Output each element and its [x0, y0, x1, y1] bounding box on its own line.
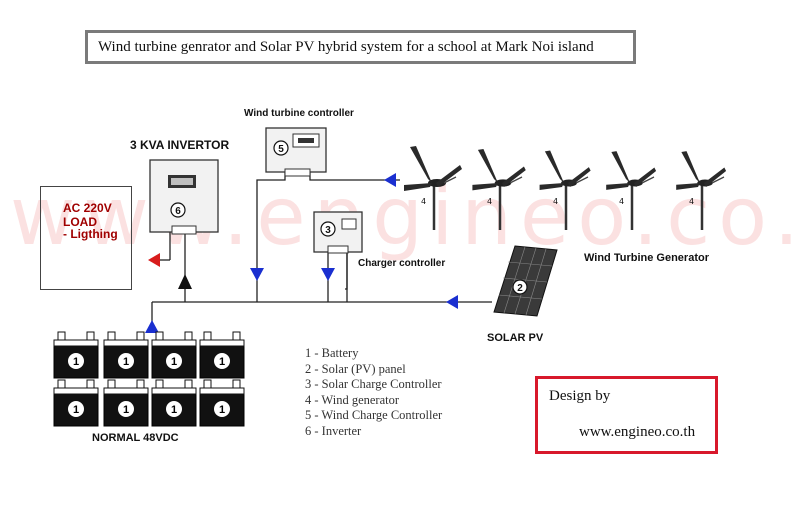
legend-item: 1 - Battery — [305, 346, 359, 360]
solar-number-badge: 2 — [512, 279, 528, 295]
charger-controller-unit — [313, 211, 363, 254]
design-credit-box: Design by www.engineo.co.th — [535, 376, 718, 454]
solar-label: SOLAR PV — [487, 332, 544, 344]
battery: 1 — [53, 331, 99, 379]
arrows — [145, 173, 458, 333]
legend-item: 4 - Wind generator — [305, 392, 400, 407]
arrow-down-icon — [250, 268, 264, 281]
design-credit-label: Design by — [549, 388, 611, 404]
turbine-number: 4 — [421, 197, 426, 206]
battery: 1 — [53, 379, 99, 427]
battery: 1 — [151, 331, 197, 379]
arrow-left-icon — [384, 173, 396, 187]
wind-controller-label: Wind turbine controller — [244, 108, 354, 119]
ac-load-box: AC 220V LOAD - Ligthing — [40, 186, 132, 290]
battery-number: 1 — [123, 404, 129, 416]
legend-item: 5 - Wind Charge Controller — [305, 408, 443, 422]
wind-turbine: 4 — [472, 148, 526, 230]
wind-turbine: 4 — [676, 151, 727, 230]
turbine-group: 4 4 4 4 4 — [404, 146, 727, 230]
turbine-number: 4 — [553, 197, 558, 206]
turbine-number: 4 — [689, 197, 694, 206]
inverter-label: 3 KVA INVERTOR — [130, 138, 230, 152]
arrow-up-icon — [178, 274, 192, 289]
diagram-title: Wind turbine genrator and Solar PV hybri… — [85, 30, 636, 64]
svg-text:2: 2 — [517, 283, 523, 294]
inverter-unit — [149, 159, 219, 235]
ac-load-sublabel: - Ligthing — [63, 227, 118, 241]
solar-panel — [493, 245, 558, 317]
legend-item: 6 - Inverter — [305, 423, 362, 438]
turbine-label: Wind Turbine Generator — [584, 252, 709, 264]
wind-turbine: 4 — [539, 150, 591, 230]
inverter-number-badge: 6 — [170, 202, 186, 218]
battery-bank-label: NORMAL 48VDC — [92, 432, 179, 444]
arrow-up-icon — [145, 320, 159, 333]
legend: 1 - Battery 2 - Solar (PV) panel 3 - Sol… — [305, 346, 442, 439]
battery-number: 1 — [123, 356, 129, 368]
svg-text:3: 3 — [325, 225, 331, 236]
battery: 1 — [199, 379, 245, 427]
battery: 1 — [151, 379, 197, 427]
charger-number-badge: 3 — [320, 221, 336, 237]
design-credit-url: www.engineo.co.th — [579, 424, 696, 440]
wind-turbine: 4 — [404, 146, 462, 230]
arrow-left-icon — [446, 295, 458, 309]
svg-text:5: 5 — [278, 144, 284, 155]
arrow-left-red-icon — [148, 253, 160, 267]
legend-item: 3 - Solar Charge Controller — [305, 377, 442, 391]
legend-item: 2 - Solar (PV) panel — [305, 361, 406, 376]
charger-controller-label: Charger controller — [358, 258, 446, 269]
arrow-down-icon — [321, 268, 335, 281]
wind-turbine: 4 — [606, 151, 657, 230]
battery-bank: 1 1 1 1 1 1 1 1 — [53, 331, 245, 427]
battery: 1 — [103, 331, 149, 379]
battery-number: 1 — [219, 356, 225, 368]
wind-controller-number-badge: 5 — [273, 140, 289, 156]
battery-number: 1 — [73, 404, 79, 416]
turbine-number: 4 — [619, 197, 624, 206]
battery-number: 1 — [219, 404, 225, 416]
battery: 1 — [103, 379, 149, 427]
battery: 1 — [199, 331, 245, 379]
ac-load-label: AC 220V LOAD — [63, 201, 112, 229]
turbine-number: 4 — [487, 197, 492, 206]
battery-number: 1 — [73, 356, 79, 368]
battery-number: 1 — [171, 404, 177, 416]
svg-text:6: 6 — [175, 206, 181, 217]
battery-number: 1 — [171, 356, 177, 368]
